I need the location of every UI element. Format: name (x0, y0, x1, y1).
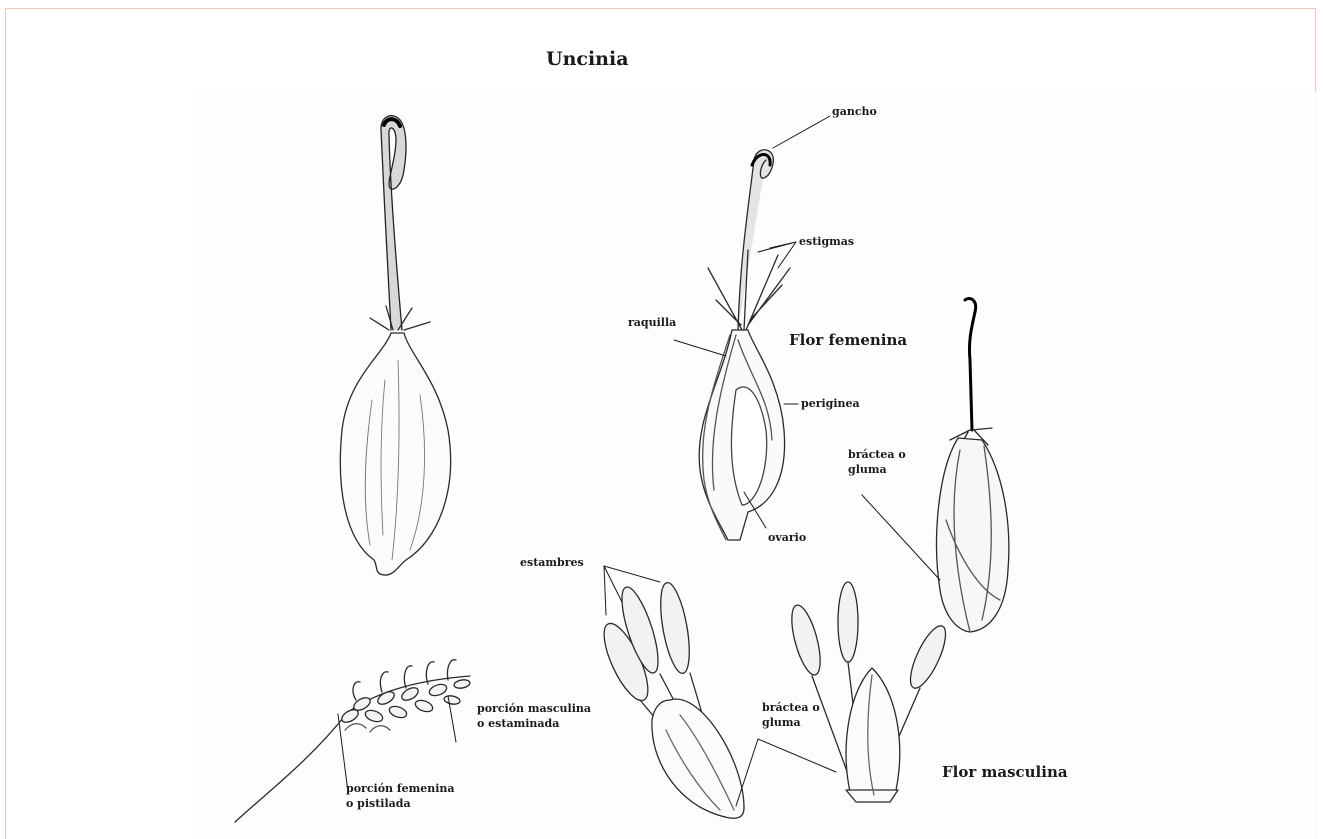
bract-with-hook-drawing (937, 299, 1009, 633)
label-periginea: periginea (801, 396, 860, 411)
label-porcion-masculina: porción masculina o estaminada (477, 701, 591, 731)
label-flor-femenina: Flor femenina (789, 333, 907, 348)
label-gancho: gancho (832, 104, 877, 119)
male-flower-drawing (786, 582, 952, 802)
perigynium-drawing (340, 116, 450, 575)
label-bractea-right: bráctea o gluma (848, 447, 906, 477)
label-ovario: ovario (768, 530, 806, 545)
label-estambres: estambres (520, 555, 584, 570)
label-flor-masculina: Flor masculina (942, 765, 1068, 780)
stamens-drawing (596, 581, 744, 819)
label-estigmas: estigmas (799, 234, 854, 249)
female-flower-drawing (699, 150, 790, 540)
label-porcion-femenina: porción femenina o pistilada (346, 781, 455, 811)
label-bractea-bottom: bráctea o gluma (762, 700, 820, 730)
label-raquilla: raquilla (628, 315, 676, 330)
